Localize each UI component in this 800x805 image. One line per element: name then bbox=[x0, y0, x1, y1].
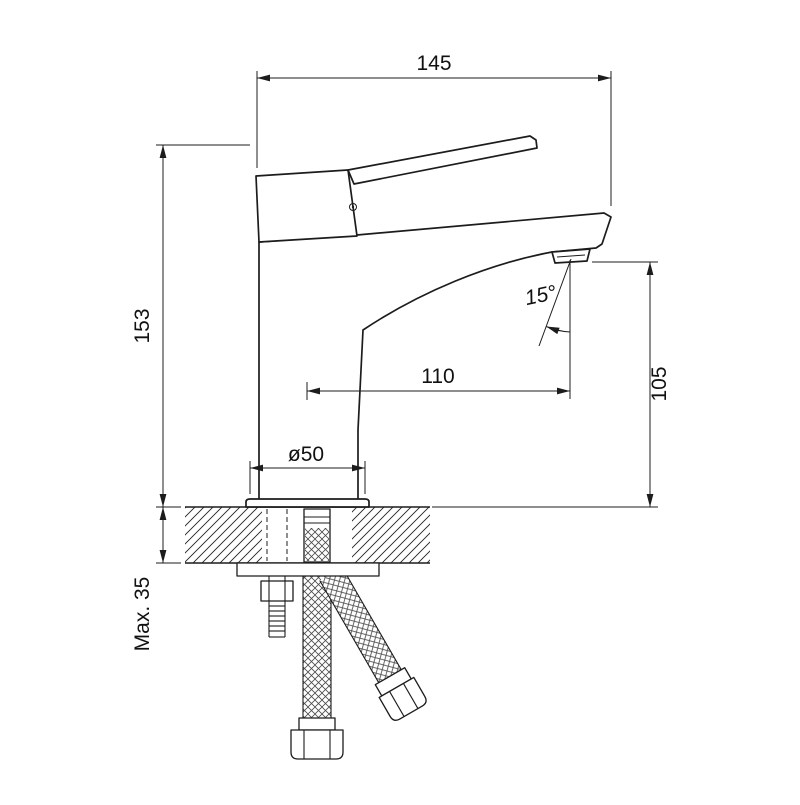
handle-screw bbox=[349, 203, 357, 211]
dim-label-width: 145 bbox=[416, 52, 451, 75]
handle-lever bbox=[347, 135, 538, 185]
handle-screw-dot bbox=[351, 205, 355, 209]
dimension-height-153: 153 bbox=[131, 144, 250, 508]
dim-label-base-diameter: ø50 bbox=[288, 443, 324, 466]
base-flange bbox=[245, 498, 370, 508]
dim-label-reach: 110 bbox=[421, 365, 454, 388]
aerator-outlet bbox=[551, 248, 591, 264]
hose-nut bbox=[290, 729, 344, 760]
handle-housing bbox=[255, 169, 358, 243]
dim-label-outlet-height: 105 bbox=[648, 366, 671, 401]
dim-label-stream-angle: 15° bbox=[523, 281, 559, 310]
hose-nut bbox=[378, 676, 427, 721]
dimension-stream-angle-15: 15° bbox=[523, 258, 572, 399]
plumbing bbox=[236, 562, 427, 760]
dimension-width-145: 145 bbox=[256, 52, 612, 206]
supply-hose-straight bbox=[290, 574, 344, 760]
hose-fitting-in-deck bbox=[303, 508, 331, 563]
dimension-reach-110: 110 bbox=[306, 365, 570, 400]
faucet-body bbox=[245, 135, 612, 508]
dimension-base-diameter-50: ø50 bbox=[249, 443, 366, 494]
dim-label-height: 153 bbox=[131, 308, 154, 343]
dimension-max-thickness-35: Max. 35 bbox=[131, 507, 181, 651]
dim-label-max-thickness: Max. 35 bbox=[131, 577, 154, 652]
supply-hose-angled bbox=[319, 567, 427, 721]
counter-section bbox=[185, 506, 430, 564]
dimension-outlet-height-105: 105 bbox=[432, 261, 671, 508]
escutcheon-plate bbox=[236, 562, 380, 577]
hose-collar bbox=[298, 717, 336, 731]
